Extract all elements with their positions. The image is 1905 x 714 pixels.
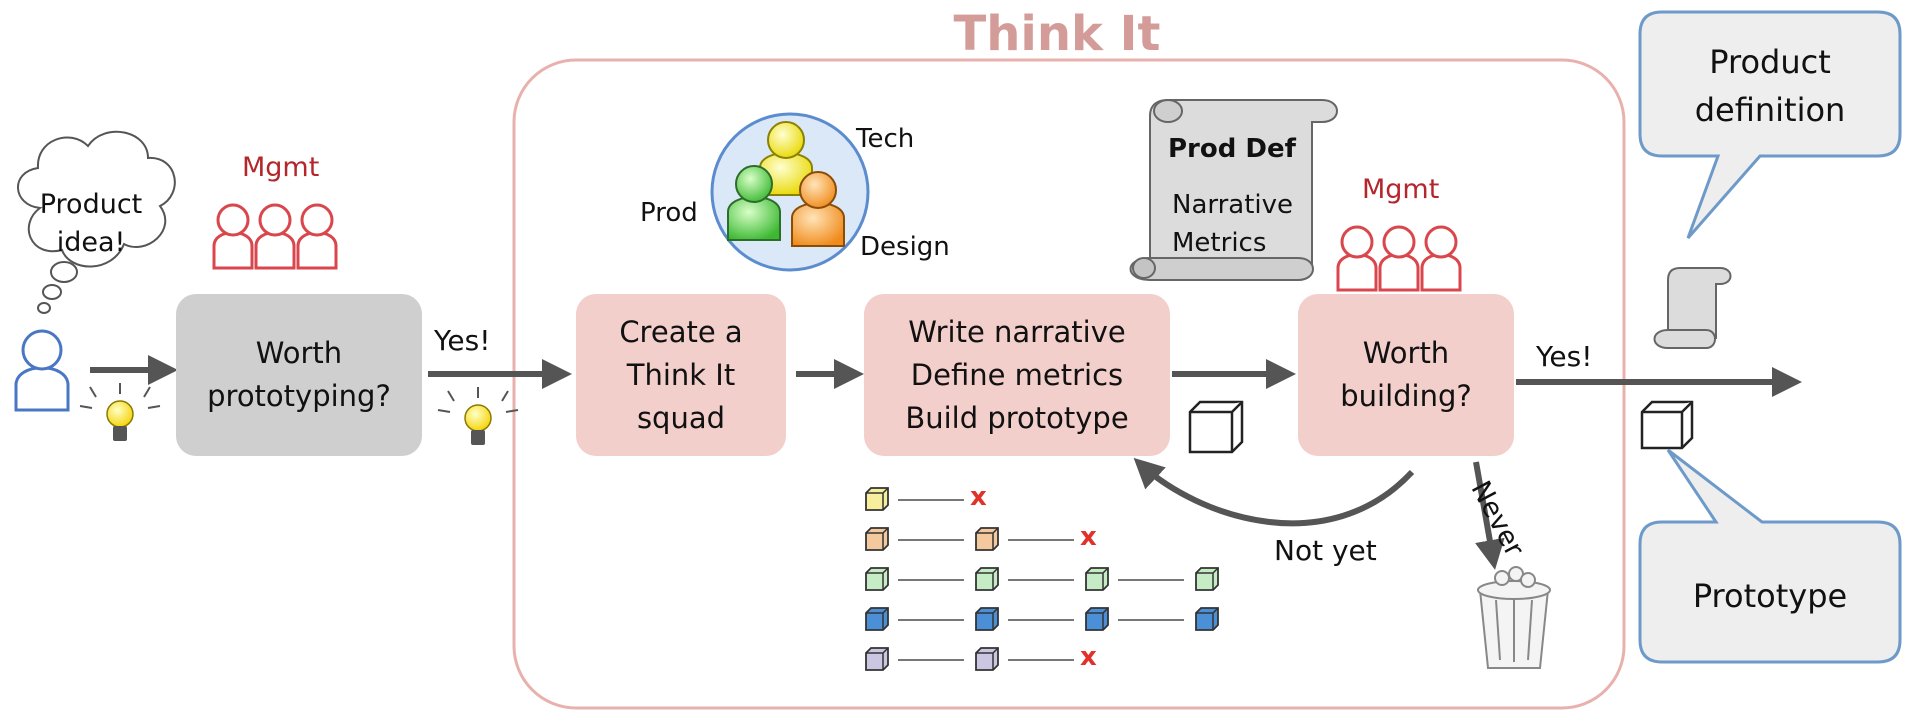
write-narrative-box: Write narrative Define metrics Build pro… [864,294,1170,456]
prototype-cube-icon [1188,400,1244,454]
callout-prototype-text: Prototype [1692,577,1848,615]
worth-prototyping-line-2: prototyping? [207,379,391,413]
create-squad-line-2: Think It [626,357,736,392]
worth-prototyping-box: Worth prototyping? [176,294,422,456]
yes-label-2: Yes! [1536,340,1593,373]
work-line-2: Define metrics [910,357,1124,392]
iteration-cube [1195,607,1219,631]
callout-prototype [1638,448,1902,664]
product-definition-scroll-icon [1129,99,1338,281]
user-person-icon [14,329,70,412]
create-squad-box: Create a Think It squad [576,294,786,456]
iteration-cube [975,647,999,671]
yes-label-1: Yes! [434,324,491,357]
iteration-cube [865,567,889,591]
work-line-1: Write narrative [908,314,1126,349]
prototype-cube-icon-2 [1640,400,1694,450]
iteration-cube [1195,567,1219,591]
scroll-lines: Narrative Metrics [1172,186,1293,262]
idea-bubble-text: Product idea! [36,186,146,262]
role-label-design: Design [860,232,950,262]
flow-arrows [90,355,1802,570]
page-title: Think It [953,6,1161,62]
mgmt-group-icon-left [212,203,338,270]
callout-pd-line-1: Product [1709,43,1831,81]
rejected-x-mark: x [1080,642,1097,672]
scroll-line-2: Metrics [1172,228,1267,258]
create-squad-line-1: Create a [619,314,743,349]
iteration-cube [865,647,889,671]
callout-product-definition [1638,10,1902,239]
callout-pd-line-2: definition [1694,91,1846,129]
iteration-cube [1085,607,1109,631]
iteration-rows [865,487,1219,671]
worth-building-line-2: building? [1340,379,1472,413]
not-yet-label: Not yet [1274,534,1377,567]
role-label-prod: Prod [640,198,698,228]
trash-can-icon [1477,566,1551,669]
idea-bubble-line-2: idea! [56,227,126,258]
role-label-tech: Tech [856,124,915,154]
iteration-cube [1085,567,1109,591]
worth-building-line-1: Worth [1362,336,1450,370]
iteration-cube [865,527,889,551]
iteration-cube [975,567,999,591]
callout-product-definition-text: Product definition [1640,38,1900,134]
iteration-cube [865,607,889,631]
mgmt-label-right: Mgmt [1362,174,1440,205]
idea-bubble-line-1: Product [39,189,143,220]
thought-cloud-icon [17,130,176,314]
rejected-x-mark: x [970,482,987,512]
mgmt-group-icon-right [1336,225,1462,292]
squad-team-icon [710,112,870,272]
iteration-cube [975,527,999,551]
create-squad-line-3: squad [636,400,726,435]
lightbulb-icon-2 [437,387,519,445]
lightbulb-icon [79,383,161,441]
scroll-heading: Prod Def [1168,134,1296,164]
iteration-cube [865,487,889,511]
mgmt-label-left: Mgmt [242,152,320,183]
small-scroll-icon [1653,267,1732,349]
iteration-cube [975,607,999,631]
worth-building-box: Worth building? [1298,294,1514,456]
worth-prototyping-line-1: Worth [255,336,343,370]
work-line-3: Build prototype [905,400,1129,435]
rejected-x-mark: x [1080,522,1097,552]
scroll-line-1: Narrative [1172,190,1294,220]
